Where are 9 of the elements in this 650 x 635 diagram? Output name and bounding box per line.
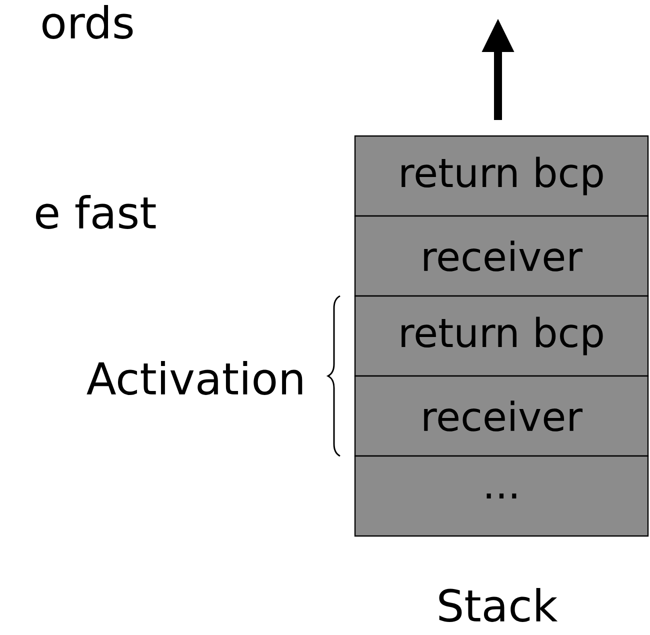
text: ords: [42, 5, 133, 39]
stack-cell: ...: [354, 455, 649, 537]
stack-cell: return bcp: [354, 295, 649, 377]
stack-cell: receiver: [354, 375, 649, 457]
text: e fast: [36, 195, 156, 229]
stack-label: Stack: [439, 588, 558, 622]
stack-cell: return bcp: [354, 135, 649, 217]
brace-label: Activation: [86, 361, 302, 395]
stack-cell: receiver: [354, 215, 649, 297]
